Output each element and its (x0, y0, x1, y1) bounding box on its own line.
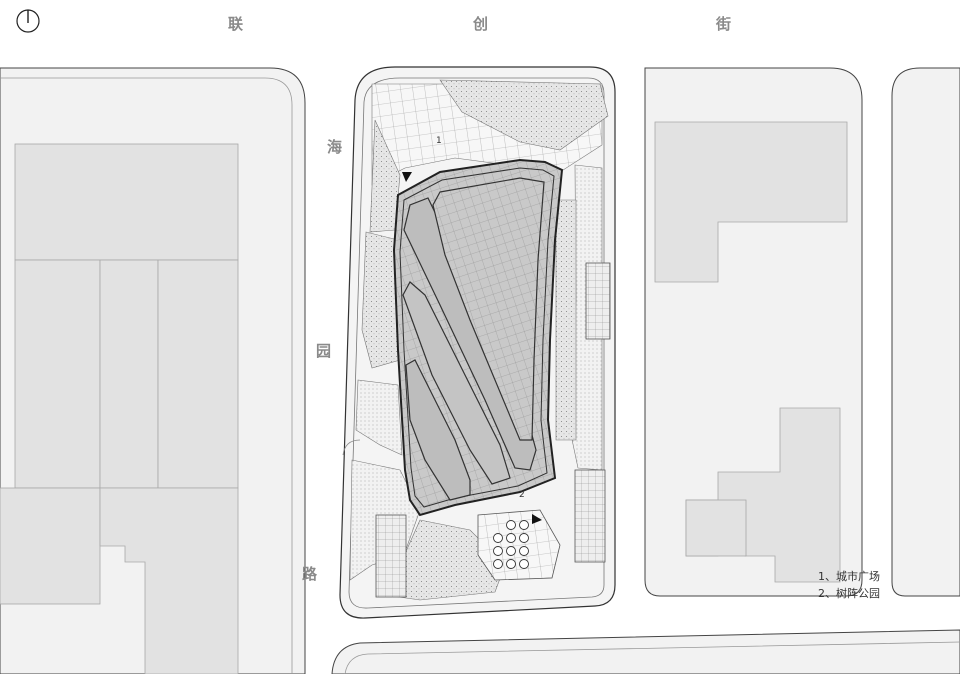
street-label-west-3: 路 (302, 565, 318, 583)
roof-strip-1 (403, 197, 537, 471)
planting-strip-east (555, 199, 577, 441)
pavilion-southwest (375, 514, 407, 598)
building-west-3 (99, 259, 159, 489)
street-label-north-2: 创 (473, 15, 489, 33)
legend-item-2: 2、树阵公园 (818, 587, 880, 600)
legend: 1、城市广场 2、树阵公园 (818, 568, 880, 602)
north-arrow-icon (16, 9, 40, 33)
legend-item-1: 1、城市广场 (818, 570, 880, 583)
street-label-north-1: 联 (228, 15, 244, 33)
entrance-arrow-south (532, 514, 542, 524)
street-label-west-1: 海 (327, 138, 343, 156)
roof-main-panel (432, 177, 545, 441)
street-label-west-2: 园 (316, 342, 332, 360)
roof-strip-2 (402, 281, 511, 485)
marker-2: 2 (519, 490, 525, 500)
south-block (331, 629, 960, 674)
pavilion-southeast (574, 469, 606, 563)
street-label-north-3: 街 (716, 15, 732, 33)
building-west-5 (0, 487, 101, 605)
far-east-block (891, 67, 960, 597)
planting-zone-ne (439, 79, 609, 151)
marker-1: 1 (436, 136, 442, 146)
building-west-2 (14, 259, 101, 489)
pavilion-east (585, 262, 611, 340)
entrance-arrow-north (402, 172, 412, 182)
tree-grid (493, 520, 529, 569)
building-west-4 (157, 259, 239, 489)
roof-strip-3 (405, 359, 471, 501)
building-east-1 (654, 121, 848, 283)
building-west-6 (99, 487, 239, 674)
building-west-1 (14, 143, 239, 261)
